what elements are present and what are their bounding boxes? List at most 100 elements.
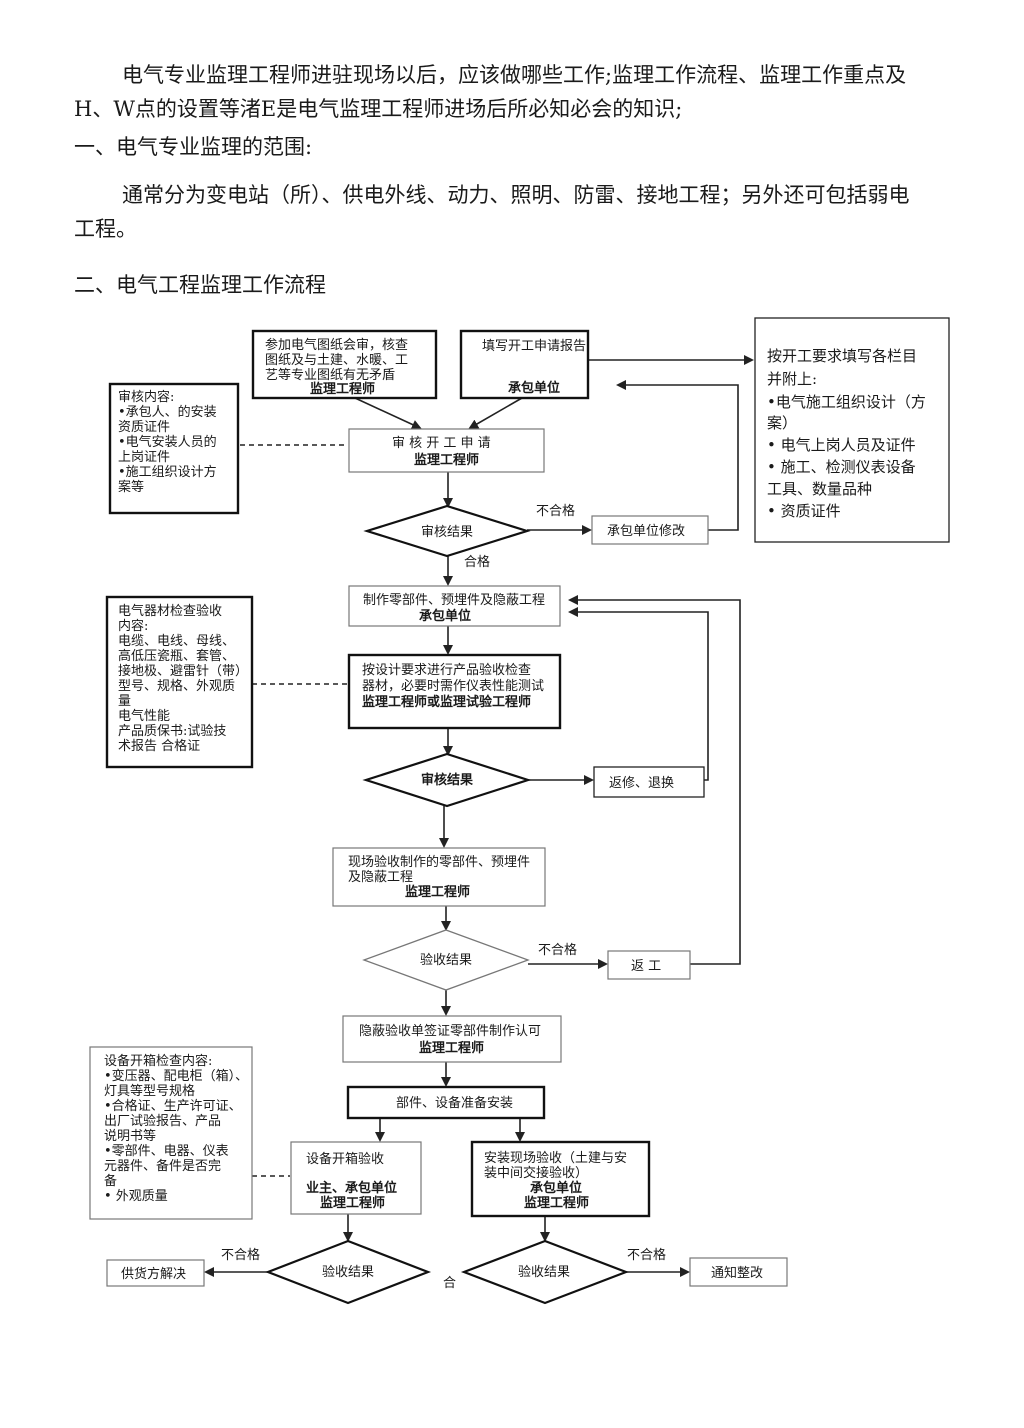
unboxing-role-1: 业主、承包单位: [306, 1180, 397, 1196]
acceptance-result-1-label: 验收结果: [420, 952, 472, 968]
review-result-2-diamond: 审核结果: [362, 752, 532, 808]
material-line-10: 术报告 合格证: [118, 738, 200, 754]
acceptance-result-3-label: 验收结果: [518, 1264, 570, 1280]
rework-box: 返 工: [607, 950, 691, 980]
site-acceptance-role: 监理工程师: [405, 884, 470, 900]
review-contents-line-5: 上岗证件: [118, 450, 170, 465]
unboxing-contents-box: 设备开箱检查内容: •变压器、配电柜（箱）、 灯具等型号规格 •合格证、生产许可…: [89, 1046, 253, 1220]
review-contents-line-4: •电气安装人员的: [118, 434, 217, 450]
review-contents-line-7: 案等: [118, 479, 144, 495]
material-line-9: 产品质保书:试验技: [118, 723, 226, 739]
notify-rectify-label: 通知整改: [711, 1265, 763, 1281]
start-req-line-1: 按开工要求填写各栏目: [767, 347, 917, 365]
unboxing-role-2: 监理工程师: [320, 1195, 385, 1211]
start-report-line: 填写开工申请报告: [482, 339, 586, 354]
material-line-5: 接地极、避雷针（带）: [118, 663, 248, 679]
material-line-1: 电气器材检查验收: [118, 603, 222, 619]
contractor-revise-label: 承包单位修改: [607, 524, 685, 539]
unboxing-contents-line-9: 备: [104, 1173, 117, 1189]
drawing-review-line-1: 参加电气图纸会审，核查: [265, 337, 408, 353]
concealed-sign-role: 监理工程师: [419, 1040, 484, 1056]
unboxing-contents-line-8: 元器件、备件是否完: [104, 1158, 221, 1174]
start-req-line-3: •电气施工组织设计（方: [767, 393, 926, 411]
intro-paragraph: 电气专业监理工程师进驻现场以后，应该做哪些工作;监理工作流程、监理工作重点及H、…: [74, 63, 907, 121]
unboxing-contents-line-10: • 外观质量: [104, 1189, 168, 1204]
review-result-2-label: 审核结果: [421, 772, 473, 788]
acceptance-result-1-diamond: 验收结果: [362, 929, 530, 991]
site-acceptance-line-1: 现场验收制作的零部件、预埋件: [348, 854, 530, 870]
review-contents-line-6: •施工组织设计方: [118, 464, 217, 480]
review-start-box: 审 核 开 工 申 请 监理工程师: [348, 428, 545, 473]
review-contents-line-2: •承包人、的安装: [118, 404, 217, 420]
review-start-line: 审 核 开 工 申 请: [392, 436, 491, 451]
unboxing-contents-line-5: 出厂试验报告、产品: [104, 1113, 221, 1129]
concealed-sign-box: 隐蔽验收单签证零部件制作认可 监理工程师: [342, 1015, 562, 1063]
material-line-2: 内容:: [118, 618, 148, 634]
fail-label-4: 不合格: [627, 1247, 666, 1263]
fail-label-3: 不合格: [221, 1247, 260, 1263]
site-acceptance-line-2: 及隐蔽工程: [348, 870, 413, 885]
install-acceptance-box: 安装现场验收（土建与安 装中间交接验收） 承包单位 监理工程师: [470, 1140, 651, 1218]
material-line-6: 型号、规格、外观质: [118, 678, 235, 694]
fabricate-line: 制作零部件、预埋件及隐蔽工程: [363, 593, 545, 608]
start-report-role: 承包单位: [508, 380, 560, 396]
acceptance-result-2-diamond: 验收结果: [264, 1239, 432, 1305]
start-req-line-4: 案）: [767, 414, 797, 432]
fail-label-1: 不合格: [536, 503, 575, 519]
pass-label-1: 合格: [464, 554, 490, 570]
start-report-box: 填写开工申请报告 承包单位: [459, 329, 590, 400]
product-inspection-line-2: 器材，必要时需作仪表性能测试: [362, 679, 544, 694]
fail-label-2: 不合格: [538, 942, 577, 958]
rework-label: 返 工: [631, 959, 661, 974]
review-start-role: 监理工程师: [414, 452, 479, 468]
review-contents-box: 审核内容: •承包人、的安装 资质证件 •电气安装人员的 上岗证件 •施工组织设…: [108, 382, 240, 515]
unboxing-line: 设备开箱验收: [306, 1151, 384, 1167]
review-contents-line-1: 审核内容:: [118, 389, 174, 405]
review-contents-line-3: 资质证件: [118, 420, 170, 435]
drawing-review-line-3: 艺等专业图纸有无矛盾: [265, 367, 395, 383]
supplier-resolve-box: 供货方解决: [106, 1259, 205, 1287]
unboxing-contents-line-3: 灯具等型号规格: [104, 1083, 195, 1099]
material-contents-box: 电气器材检查验收 内容: 电缆、电线、母线、 高低压瓷瓶、套管、 接地极、避雷针…: [105, 595, 254, 769]
start-req-line-8: • 资质证件: [767, 502, 841, 520]
unboxing-contents-line-2: •变压器、配电柜（箱）、: [104, 1068, 248, 1084]
review-result-1-diamond: 审核结果: [363, 504, 531, 558]
site-acceptance-box: 现场验收制作的零部件、预埋件 及隐蔽工程 监理工程师: [332, 847, 546, 907]
install-acceptance-line-2: 装中间交接验收）: [484, 1165, 588, 1181]
start-req-line-7: 工具、数量品种: [767, 480, 872, 498]
drawing-review-line-2: 图纸及与土建、水暖、工: [265, 353, 408, 368]
unboxing-contents-line-4: •合格证、生产许可证、: [104, 1098, 242, 1114]
section1-heading: 一、电气专业监理的范围:: [74, 135, 313, 159]
material-line-8: 电气性能: [118, 708, 170, 724]
install-acceptance-line-1: 安装现场验收（土建与安: [484, 1150, 627, 1166]
start-req-line-5: • 电气上岗人员及证件: [767, 436, 916, 454]
acceptance-result-2-label: 验收结果: [322, 1264, 374, 1280]
repair-return-box: 返修、退换: [593, 766, 705, 798]
product-inspection-role: 监理工程师或监理试验工程师: [362, 694, 531, 710]
section2-heading: 二、电气工程监理工作流程: [74, 273, 326, 297]
drawing-review-box: 参加电气图纸会审，核查 图纸及与土建、水暖、工 艺等专业图纸有无矛盾 监理工程师: [251, 329, 438, 400]
material-line-4: 高低压瓷瓶、套管、: [118, 648, 235, 664]
unboxing-contents-line-7: •零部件、电器、仪表: [104, 1144, 229, 1159]
scope-paragraph: 通常分为变电站（所）、供电外线、动力、照明、防雷、接地工程；另外还可包括弱电工程…: [74, 183, 910, 241]
review-result-1-label: 审核结果: [421, 525, 473, 540]
install-acceptance-role-2: 监理工程师: [524, 1195, 589, 1211]
unboxing-box: 设备开箱验收 业主、承包单位 监理工程师: [290, 1141, 422, 1215]
concealed-sign-line: 隐蔽验收单签证零部件制作认可: [359, 1023, 541, 1039]
material-line-3: 电缆、电线、母线、: [118, 633, 235, 649]
repair-return-label: 返修、退换: [609, 776, 674, 791]
start-requirements-box: 按开工要求填写各栏目 并附上: •电气施工组织设计（方 案） • 电气上岗人员及…: [754, 317, 950, 543]
unboxing-contents-line-6: 说明书等: [104, 1128, 156, 1144]
acceptance-result-3-diamond: 验收结果: [460, 1239, 630, 1305]
connectors: [204, 355, 754, 1277]
he-label: 合: [443, 1276, 456, 1291]
fabricate-box: 制作零部件、预埋件及隐蔽工程 承包单位: [348, 585, 561, 627]
contractor-revise-box: 承包单位修改: [591, 515, 709, 545]
product-inspection-line-1: 按设计要求进行产品验收检查: [362, 662, 531, 678]
install-acceptance-role-1: 承包单位: [530, 1180, 582, 1196]
start-req-line-2: 并附上:: [767, 370, 817, 388]
material-line-7: 量: [118, 694, 131, 709]
supplier-resolve-label: 供货方解决: [121, 1266, 186, 1282]
start-req-line-6: • 施工、检测仪表设备: [767, 458, 916, 476]
